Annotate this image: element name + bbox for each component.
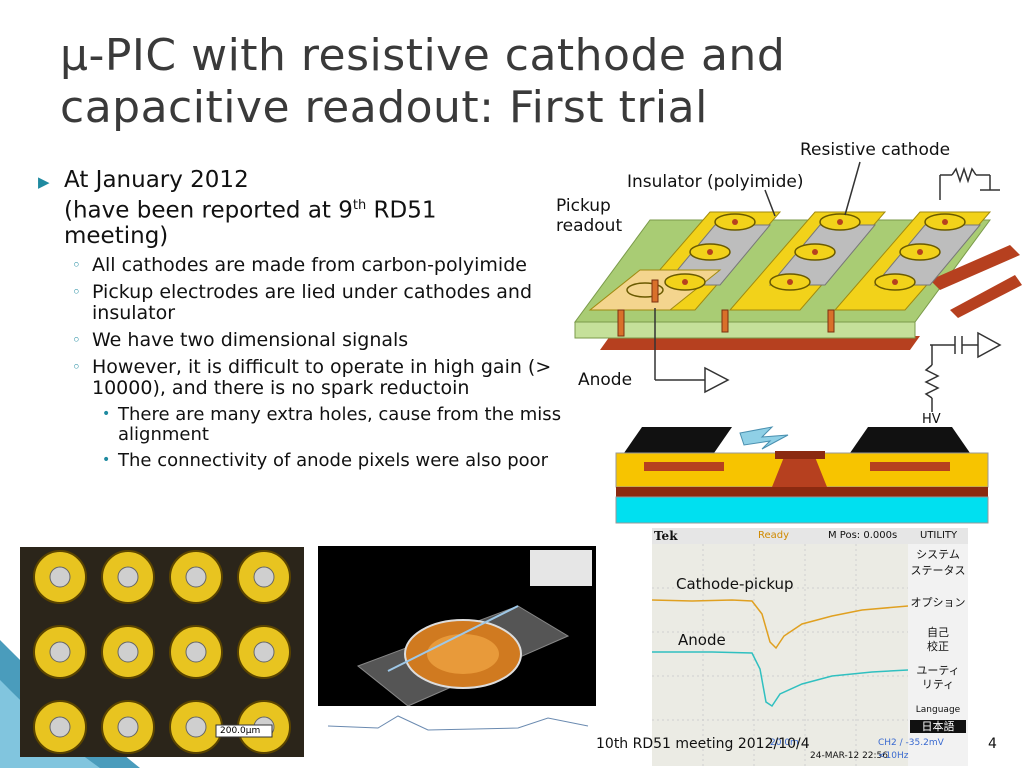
label-insulator: Insulator (polyimide) [627,172,804,192]
scope-traces [651,544,909,766]
circle-bullet-icon: ◦ [72,282,81,301]
scope-side-menu: システム ステータス オプション 自己 校正 ユーティ リティ Language… [908,544,968,766]
sub-bullet-3-text: We have two dimensional signals [92,328,409,351]
title-line-1: μ-PIC with resistive cathode and [60,30,786,81]
scope-utility: UTILITY [920,530,958,541]
scope-brand: Tek [654,529,678,543]
sub-bullet-4-text: However, it is difficult to operate in h… [92,355,552,399]
subsub-bullet-1: • There are many extra holes, cause from … [38,403,568,445]
surface-3d-image [318,550,596,752]
circle-bullet-icon: ◦ [72,330,81,349]
mu-pic-3d-diagram [574,161,1022,412]
microscope-pads [20,547,304,757]
anode-posts [617,279,835,337]
green-layer-front [574,321,916,339]
sub-bullet-1-text: All cathodes are made from carbon-polyim… [92,253,527,276]
cross-section-diagram [615,426,989,524]
anode-trace [652,651,909,708]
surface-3d-photo [318,546,596,752]
page-number: 4 [988,736,997,752]
cathode-trace [651,599,909,650]
main-bullet-line-3: meeting) [64,222,169,249]
pad-centers [682,219,948,285]
scope-datetime: 24-MAR-12 22:56 [810,751,889,761]
label-hv: HV [922,412,941,427]
label-pickup-readout: Pickup readout [556,196,623,236]
main-line2-post: RD51 [366,197,437,224]
title-line-2: capacitive readout: First trial [60,82,708,133]
cyan-layer [615,496,989,524]
bullet-list: ▶ At January 2012 (have been reported at… [38,168,568,471]
electrode-left [644,462,724,471]
scope-status: Ready [758,530,790,541]
main-bullet: ▶ At January 2012 (have been reported at… [38,168,568,249]
brown-strip-2 [930,245,1020,290]
circle-bullet-icon: ◦ [72,357,81,376]
sub-bullet-2: ◦ Pickup electrodes are lied under cathod… [38,280,568,324]
scope-label-cathode: Cathode-pickup [676,575,794,593]
subsub-bullet-1-text: There are many extra holes, cause from t… [118,403,562,445]
cathode-block-left [624,427,732,453]
main-bullet-line-1: At January 2012 [64,167,249,193]
menu-japanese: 日本語 [910,720,966,733]
subsub-bullet-2-text: The connectivity of anode pixels were al… [118,449,549,471]
menu-ty: リティ [921,678,955,691]
label-resistive-cathode: Resistive cathode [800,140,951,160]
scope-ch2: CH2 ∕ -35.2mV [878,738,944,748]
brown-strip-3 [950,275,1022,318]
menu-language: Language [915,705,961,715]
dot-bullet-icon: • [102,405,111,422]
sub-bullet-3: ◦ We have two dimensional signals [38,328,568,351]
dark-layer [616,487,988,497]
main-line2-pre: (have been reported at 9 [64,197,353,224]
triangle-bullet-icon: ▶ [38,173,50,191]
page-title: μ-PIC with resistive cathode and capacit… [60,30,960,134]
menu-calib: 校正 [927,640,949,653]
sub-bullet-2-text: Pickup electrodes are lied under cathode… [92,280,533,324]
scale-bar-label: 200.0μm [220,726,261,736]
scope-freq: <10Hz [878,751,909,761]
footer-text: 10th RD51 meeting 2012/10/4 [596,736,810,752]
menu-option: オプション [910,596,966,609]
scope-screen: Cathode-pickup Anode [651,544,909,766]
electrode-right [870,462,950,471]
scope-timebase: 20.0m [770,738,799,748]
sub-bullet-4: ◦ However, it is difficult to operate in … [38,355,568,399]
menu-status: ステータス [910,564,966,577]
main-line2-sup: th [352,198,367,213]
anode-bump [772,457,827,487]
subsub-bullet-2: • The connectivity of anode pixels were a… [38,449,568,471]
main-bullet-line-2: (have been reported at 9th RD51 [64,193,568,224]
scope-label-anode: Anode [678,631,726,649]
dot-bullet-icon: • [102,451,111,468]
brown-strip-1 [600,336,920,350]
menu-self: 自己 [927,626,949,639]
lightning-icon [739,426,789,450]
menu-utili: ユーティ [916,664,960,677]
microscope-photo: 200.0μm [20,547,304,757]
circuit-wires [654,161,1002,412]
menu-system: システム [916,548,960,561]
scope-top-bar: Tek Ready M Pos: 0.000s UTILITY [652,528,968,544]
label-anode: Anode [578,370,633,390]
oscilloscope-screenshot: Tek Ready M Pos: 0.000s UTILITY Cathode-… [651,528,968,766]
scope-mpos: M Pos: 0.000s [828,530,898,541]
sub-bullet-1: ◦ All cathodes are made from carbon-polyi… [38,253,568,276]
cathode-block-right [850,427,970,453]
circle-bullet-icon: ◦ [72,255,81,274]
anode-top [775,451,825,459]
